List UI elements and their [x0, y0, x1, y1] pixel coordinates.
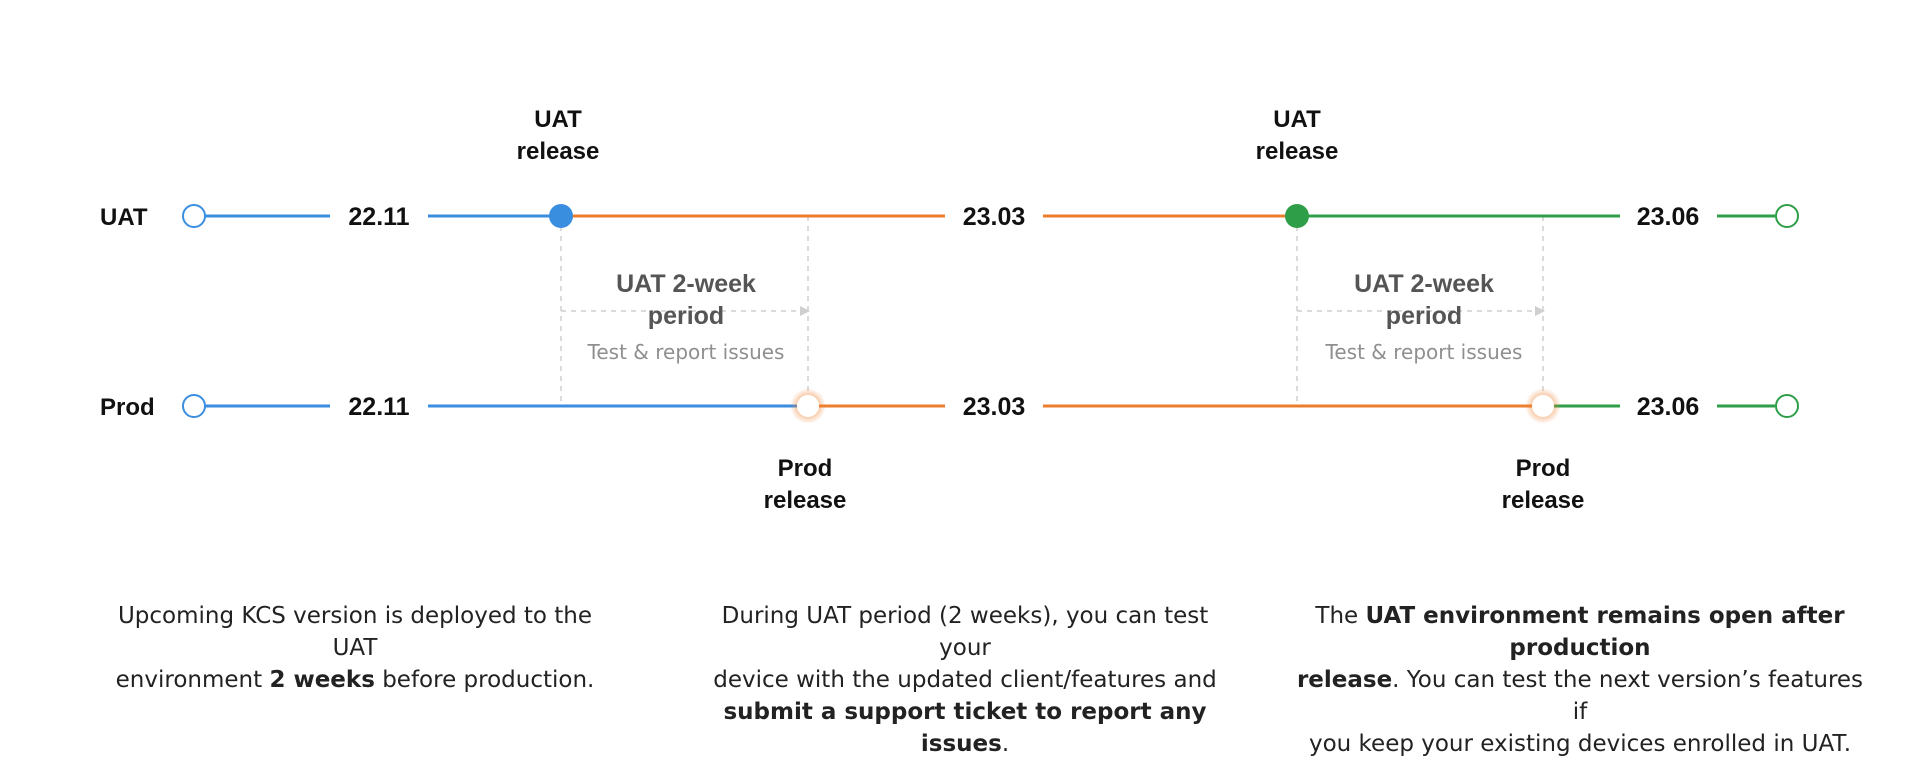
- caption-2-line3-bold: submit a support ticket to report any is…: [723, 699, 1207, 757]
- arrowhead-2: [1535, 306, 1545, 316]
- uat-release-node-1: [549, 204, 573, 228]
- caption-uat-period: During UAT period (2 weeks), you can tes…: [705, 600, 1225, 760]
- uat-release-label-2-line1: UAT: [1273, 106, 1321, 133]
- prod-start-node: [182, 394, 206, 418]
- prod-release-label-1-line1: Prod: [778, 455, 833, 482]
- uat-version-3: 23.06: [1637, 203, 1700, 231]
- caption-1-line1: Upcoming KCS version is deployed to the …: [117, 603, 593, 661]
- release-annotations: UAT release UAT release Prod release Pro…: [517, 106, 1585, 514]
- row-label-prod: Prod: [100, 394, 155, 421]
- prod-release-label-2-line1: Prod: [1516, 455, 1571, 482]
- uat-version-1: 22.11: [348, 203, 409, 231]
- caption-uat-deploy: Upcoming KCS version is deployed to the …: [95, 600, 615, 696]
- caption-1-line2-pre: environment: [115, 667, 270, 693]
- arrowhead-1: [800, 306, 810, 316]
- period-2-title-line2: period: [1386, 302, 1462, 330]
- caption-3-line1-bold: UAT environment remains open after produ…: [1365, 603, 1845, 661]
- prod-release-node-1: [797, 395, 819, 417]
- caption-3-line2-bold: release: [1296, 667, 1393, 693]
- period-1-title-line1: UAT 2-week: [616, 270, 756, 298]
- prod-release-node-2: [1532, 395, 1554, 417]
- uat-end-node: [1775, 204, 1799, 228]
- caption-3-line3: you keep your existing devices enrolled …: [1308, 731, 1852, 757]
- uat-release-label-1-line1: UAT: [534, 106, 582, 133]
- period-1-subtitle: Test & report issues: [587, 340, 785, 364]
- period-2-subtitle: Test & report issues: [1325, 340, 1523, 364]
- uat-release-label-1-line2: release: [517, 138, 600, 165]
- period-annotations: UAT 2-week period Test & report issues U…: [587, 270, 1523, 364]
- prod-version-2: 23.03: [963, 393, 1026, 421]
- prod-version-1: 22.11: [348, 393, 409, 421]
- caption-3-line1-pre: The: [1315, 603, 1366, 629]
- uat-start-node: [182, 204, 206, 228]
- guides: [560, 216, 1544, 405]
- uat-version-2: 23.03: [963, 203, 1026, 231]
- row-label-uat: UAT: [100, 204, 148, 231]
- period-1-title-line2: period: [648, 302, 724, 330]
- uat-release-label-2-line2: release: [1256, 138, 1339, 165]
- caption-2-line1: During UAT period (2 weeks), you can tes…: [721, 603, 1209, 661]
- period-2-title-line1: UAT 2-week: [1354, 270, 1494, 298]
- prod-release-label-2-line2: release: [1502, 487, 1585, 514]
- caption-uat-open: The UAT environment remains open after p…: [1290, 600, 1870, 760]
- version-labels: 22.11 23.03 23.06 22.11 23.03 23.06: [348, 203, 1699, 421]
- caption-2-line2: device with the updated client/features …: [713, 667, 1217, 693]
- caption-1-line2-bold: 2 weeks: [269, 667, 375, 693]
- prod-version-3: 23.06: [1637, 393, 1700, 421]
- caption-2-line3-post: .: [1001, 731, 1010, 757]
- caption-3-line2-post: . You can test the next version’s featur…: [1392, 667, 1864, 725]
- uat-release-node-2: [1285, 204, 1309, 228]
- caption-1-line2-post: before production.: [374, 667, 595, 693]
- prod-release-label-1-line2: release: [764, 487, 847, 514]
- prod-end-node: [1775, 394, 1799, 418]
